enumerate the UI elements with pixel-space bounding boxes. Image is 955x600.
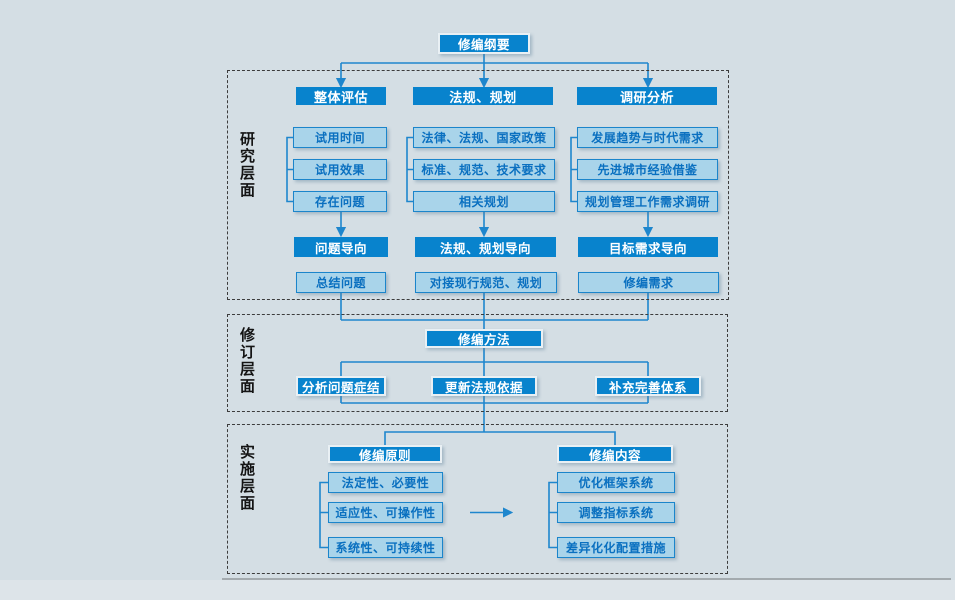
bottom-strip <box>0 580 955 600</box>
node-regulation-orientation: 法规、规划导向 <box>415 237 556 257</box>
node-trial-time: 试用时间 <box>293 127 387 148</box>
node-align-current-standards: 对接现行规范、规划 <box>415 272 557 293</box>
node-analyze-problems: 分析问题症结 <box>296 376 386 396</box>
node-related-planning: 相关规划 <box>413 191 555 212</box>
section-label-research: 研究层面 <box>239 131 255 199</box>
node-adjust-indicators: 调整指标系统 <box>557 502 675 523</box>
node-laws-policies: 法律、法规、国家政策 <box>413 127 555 148</box>
node-standards-requirements: 标准、规范、技术要求 <box>413 159 555 180</box>
node-update-legal-basis: 更新法规依据 <box>431 376 537 396</box>
node-development-trends: 发展趋势与时代需求 <box>577 127 718 148</box>
node-trial-effect: 试用效果 <box>293 159 387 180</box>
bottom-divider-line <box>222 578 951 580</box>
node-city-experience: 先进城市经验借鉴 <box>577 159 718 180</box>
node-regulations-planning: 法规、规划 <box>413 87 553 105</box>
node-management-research: 规划管理工作需求调研 <box>577 191 718 212</box>
node-systematic-sustainable: 系统性、可持续性 <box>328 537 443 558</box>
node-research-analysis: 调研分析 <box>577 87 717 105</box>
node-overall-evaluation: 整体评估 <box>296 87 386 105</box>
node-revision-needs: 修编需求 <box>578 272 719 293</box>
node-revision-principles: 修编原则 <box>328 445 442 463</box>
node-optimize-framework: 优化框架系统 <box>557 472 675 493</box>
node-goal-orientation: 目标需求导向 <box>578 237 718 257</box>
node-problem-orientation: 问题导向 <box>294 237 388 257</box>
node-summarize-problems: 总结问题 <box>296 272 386 293</box>
section-label-implementation: 实施层面 <box>239 444 255 512</box>
revision-section-frame <box>227 314 728 412</box>
node-revision-contents: 修编内容 <box>557 445 673 463</box>
node-improve-system: 补充完善体系 <box>595 376 701 396</box>
node-existing-problems: 存在问题 <box>293 191 387 212</box>
implementation-section-frame <box>227 424 728 574</box>
node-revision-outline: 修编纲要 <box>438 33 530 54</box>
node-differentiated-measures: 差异化化配置措施 <box>557 537 675 558</box>
research-section-frame <box>227 70 729 300</box>
section-label-revision: 修订层面 <box>239 327 255 395</box>
node-legality-necessity: 法定性、必要性 <box>328 472 443 493</box>
node-adaptability-operability: 适应性、可操作性 <box>328 502 443 523</box>
node-revision-method: 修编方法 <box>425 329 543 348</box>
